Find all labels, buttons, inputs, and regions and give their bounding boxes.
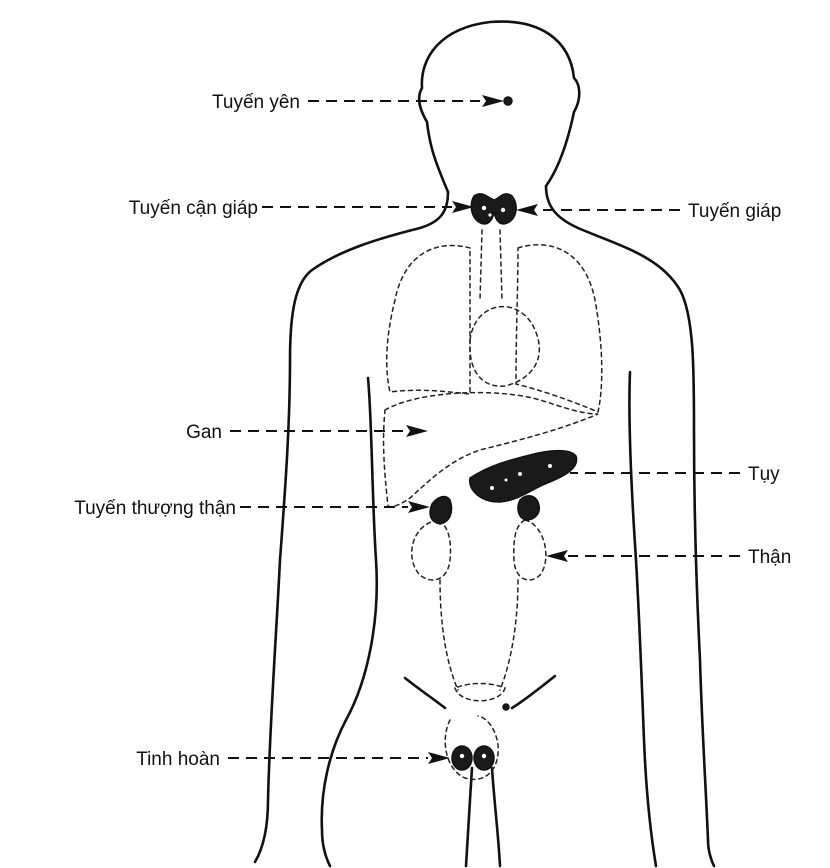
left-leg-line	[466, 768, 472, 866]
left-ureter	[440, 580, 458, 690]
right-shoulder-arm	[546, 186, 714, 866]
right-kidney	[514, 520, 546, 580]
right-ureter	[500, 580, 518, 690]
label-parathyroid: Tuyến cận giáp	[129, 198, 258, 219]
label-liver: Gan	[186, 422, 222, 443]
kidney-arrowhead	[546, 550, 568, 562]
left-lung	[387, 246, 470, 394]
left-torso-side	[322, 378, 377, 866]
groin-dot	[503, 704, 509, 710]
right-groin-line	[512, 676, 555, 708]
right-adrenal-gland	[518, 496, 539, 520]
glands	[430, 97, 577, 770]
right-torso-side	[629, 372, 656, 866]
label-kidney: Thận	[748, 547, 791, 568]
label-thyroid: Tuyến giáp	[688, 201, 781, 222]
thyroid-gland	[471, 194, 516, 224]
left-shoulder-arm	[255, 192, 448, 862]
liver-arrowhead	[406, 425, 428, 437]
text-labels: Tuyến yên Tuyến cận giáp Tuyến giáp Gan …	[74, 92, 791, 770]
label-pituitary: Tuyến yên	[212, 92, 300, 113]
label-adrenal: Tuyến thượng thận	[74, 498, 236, 519]
right-lung	[516, 245, 602, 412]
label-testis: Tinh hoàn	[136, 749, 220, 770]
heart	[470, 307, 540, 387]
head-outline	[419, 22, 579, 192]
pancreas-speck	[518, 472, 522, 476]
adrenal-arrowhead	[408, 501, 430, 513]
pituitary-gland	[504, 97, 512, 105]
left-kidney	[412, 520, 451, 580]
pancreas-speck	[490, 486, 494, 490]
trachea	[480, 230, 502, 300]
pituitary-arrowhead	[482, 95, 504, 107]
bladder	[455, 684, 505, 701]
body-outline	[255, 22, 714, 866]
left-groin-line	[405, 678, 445, 708]
left-adrenal-gland	[430, 497, 451, 524]
testis-speck	[482, 754, 486, 758]
label-pancreas: Tụy	[748, 464, 780, 485]
thyroid-speck	[488, 213, 491, 216]
pancreas-speck	[548, 464, 552, 468]
thyroid-arrowhead	[516, 204, 538, 216]
pancreas-speck	[505, 479, 508, 482]
pancreas-gland	[470, 451, 577, 502]
testis-speck	[460, 754, 464, 758]
thyroid-speck	[501, 208, 505, 212]
right-leg-line	[492, 768, 500, 866]
thyroid-speck	[482, 206, 486, 210]
